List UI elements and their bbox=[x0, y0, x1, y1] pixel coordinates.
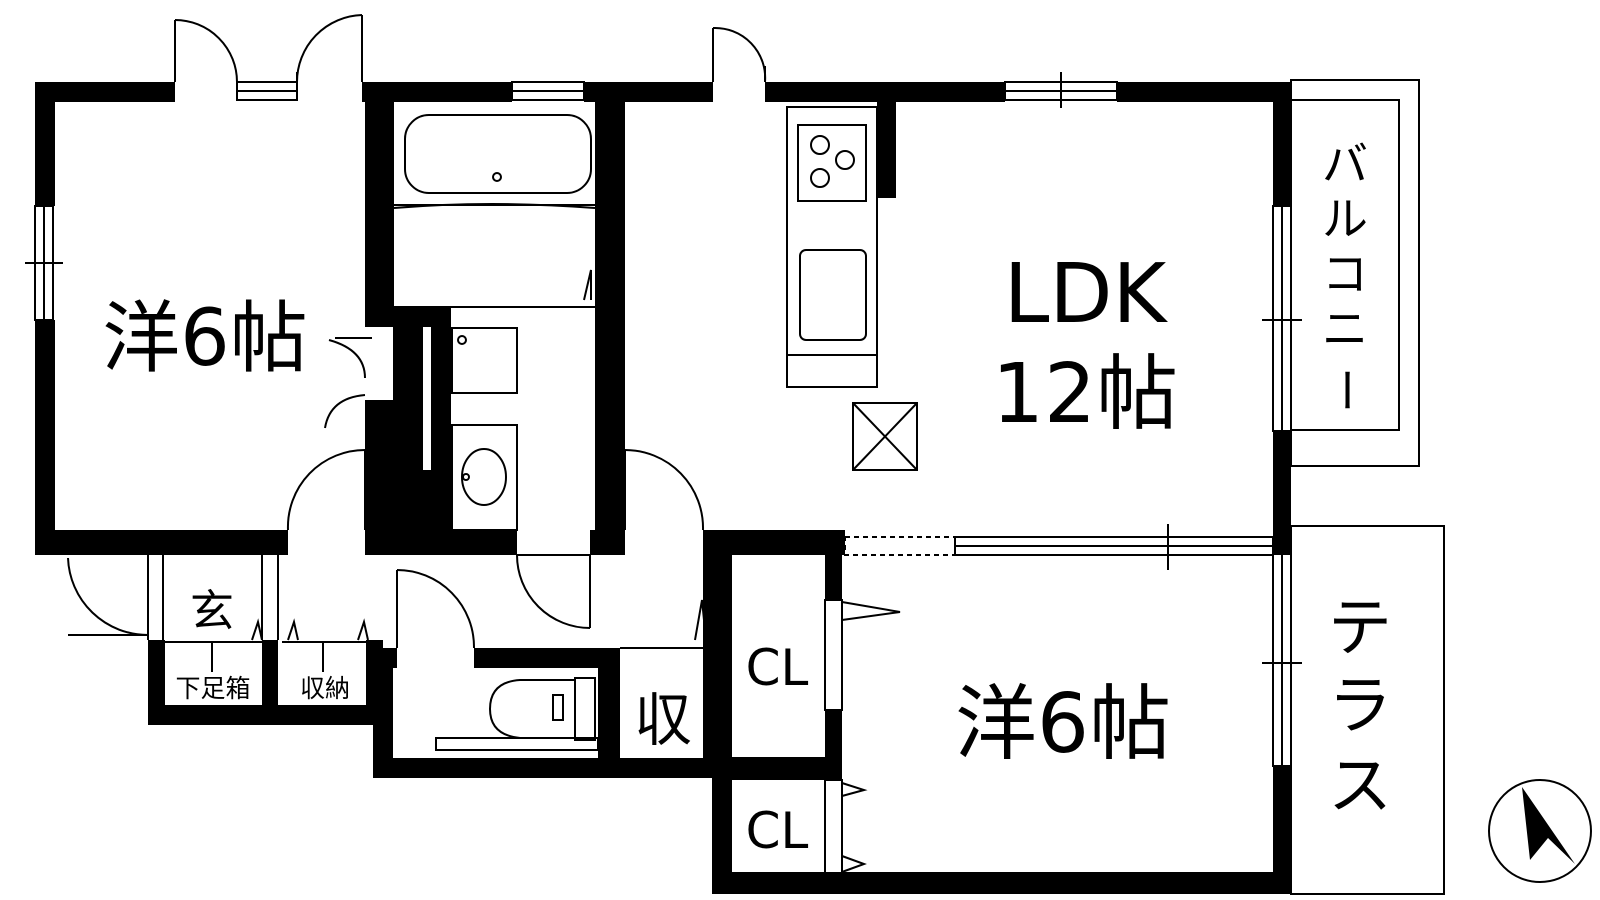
door-top-kitchen bbox=[712, 26, 767, 83]
kitchen-counter bbox=[786, 106, 878, 388]
stove-icon bbox=[810, 135, 855, 188]
label-storage-hall: 収納 bbox=[300, 674, 350, 703]
svg-text:ル: ル bbox=[1322, 192, 1368, 246]
door-top-left-1 bbox=[174, 19, 238, 83]
label-balcony: バ ル コ ニ ー bbox=[1319, 137, 1373, 413]
door-top-left-2 bbox=[296, 14, 363, 83]
bathtub-icon bbox=[393, 114, 596, 209]
room-label-entrance: 玄 bbox=[190, 586, 234, 637]
svg-text:ラ: ラ bbox=[1328, 670, 1392, 744]
north-arrow-icon bbox=[1488, 779, 1592, 883]
room-label-western-right: 洋6帖 bbox=[955, 677, 1171, 772]
label-shoe-box: 下足箱 bbox=[175, 674, 250, 703]
column-box bbox=[852, 402, 918, 471]
label-closet-lower: CL bbox=[746, 802, 809, 860]
room-label-ldk-size: 12帖 bbox=[992, 347, 1178, 442]
label-closet-upper: CL bbox=[746, 639, 809, 697]
fixtures bbox=[25, 14, 1445, 895]
svg-text:バ: バ bbox=[1322, 137, 1368, 191]
svg-text:ニ: ニ bbox=[1322, 302, 1368, 356]
svg-text:ス: ス bbox=[1328, 750, 1392, 824]
label-storage-small: 収 bbox=[634, 686, 692, 754]
toilet-icon bbox=[435, 677, 599, 751]
svg-text:ー: ー bbox=[1319, 367, 1373, 413]
room-label-western-left: 洋6帖 bbox=[102, 294, 308, 384]
terrace-outline bbox=[1290, 525, 1445, 895]
room-label-ldk: LDK bbox=[1004, 247, 1169, 342]
washing-machine-pan bbox=[451, 327, 518, 394]
svg-text:テ: テ bbox=[1328, 592, 1392, 666]
svg-text:コ: コ bbox=[1322, 247, 1368, 301]
walls bbox=[35, 82, 1291, 894]
balcony-outline bbox=[1290, 79, 1420, 467]
label-terrace: テ ラ ス bbox=[1328, 592, 1392, 824]
